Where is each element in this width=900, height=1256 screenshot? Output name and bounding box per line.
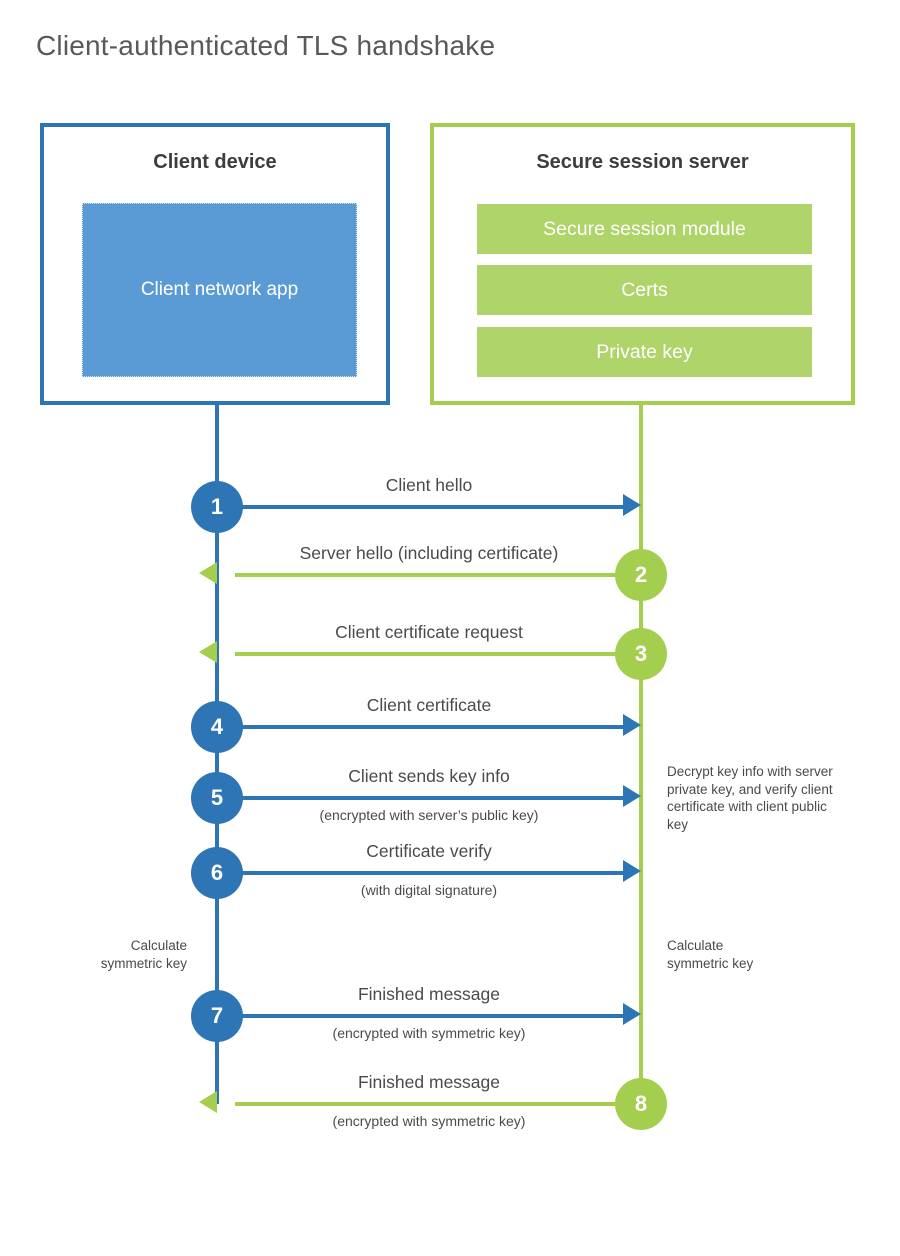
step-badge: 6 bbox=[191, 847, 243, 899]
message-sublabel: (encrypted with symmetric key) bbox=[332, 1113, 526, 1129]
arrow-line bbox=[217, 871, 623, 875]
step-badge: 5 bbox=[191, 772, 243, 824]
message-sublabel: (with digital signature) bbox=[360, 882, 498, 898]
note-calculate-symmetric-key-client: Calculate symmetric key bbox=[100, 938, 187, 971]
arrow-line bbox=[235, 652, 641, 656]
step-badge: 3 bbox=[615, 628, 667, 680]
page-title: Client-authenticated TLS handshake bbox=[36, 30, 496, 61]
server-module-secure-session: Secure session module bbox=[477, 204, 812, 254]
message-label: Client sends key info bbox=[348, 766, 510, 786]
arrow-head-right-icon bbox=[623, 714, 641, 736]
message-label: Certificate verify bbox=[366, 841, 492, 861]
server-module-certs: Certs bbox=[477, 265, 812, 315]
arrow-line bbox=[217, 796, 623, 800]
arrow-line bbox=[217, 1014, 623, 1018]
arrow-line bbox=[235, 1102, 641, 1106]
step-badge: 7 bbox=[191, 990, 243, 1042]
arrow-head-left-icon bbox=[199, 1091, 217, 1113]
server-module-private-key: Private key bbox=[477, 327, 812, 377]
note-calculate-symmetric-key-server: Calculate symmetric key bbox=[667, 938, 754, 971]
client-network-app-label: Client network app bbox=[140, 279, 299, 301]
step-badge: 1 bbox=[191, 481, 243, 533]
server-lifeline bbox=[639, 405, 643, 1104]
message-label: Client hello bbox=[385, 475, 473, 495]
client-network-app-box: Client network app bbox=[82, 203, 357, 377]
client-device-box: Client device Client network app bbox=[40, 123, 390, 405]
message-label: Finished message bbox=[357, 984, 501, 1004]
step-badge: 4 bbox=[191, 701, 243, 753]
step-badge: 2 bbox=[615, 549, 667, 601]
arrow-head-left-icon bbox=[199, 562, 217, 584]
message-sublabel: (encrypted with server’s public key) bbox=[319, 807, 539, 823]
message-label: Client certificate bbox=[366, 695, 492, 715]
secure-session-server-box: Secure session server Secure session mod… bbox=[430, 123, 855, 405]
message-label: Server hello (including certificate) bbox=[299, 543, 559, 563]
arrow-line bbox=[217, 505, 623, 509]
arrow-line bbox=[235, 573, 641, 577]
arrow-head-right-icon bbox=[623, 1003, 641, 1025]
arrow-head-right-icon bbox=[623, 785, 641, 807]
client-lifeline bbox=[215, 405, 219, 1104]
message-label: Client certificate request bbox=[335, 622, 523, 642]
message-label: Finished message bbox=[357, 1072, 501, 1092]
message-sublabel: (encrypted with symmetric key) bbox=[332, 1025, 526, 1041]
secure-session-server-title: Secure session server bbox=[536, 151, 749, 173]
step-badge: 8 bbox=[615, 1078, 667, 1130]
arrow-head-right-icon bbox=[623, 494, 641, 516]
arrow-head-left-icon bbox=[199, 641, 217, 663]
client-device-title: Client device bbox=[153, 151, 277, 173]
arrow-head-right-icon bbox=[623, 860, 641, 882]
note-decrypt-key-info: Decrypt key info with server private key… bbox=[667, 764, 833, 832]
arrow-line bbox=[217, 725, 623, 729]
